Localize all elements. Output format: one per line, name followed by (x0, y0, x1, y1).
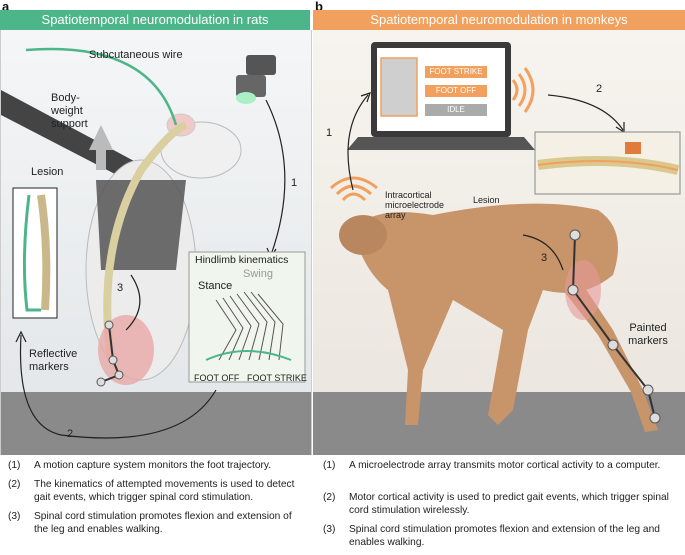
raster (380, 57, 418, 117)
panel-letter: a (2, 0, 10, 14)
stance-label: Stance (198, 280, 233, 292)
lesion-label: Lesion (473, 195, 500, 205)
panel-b: b Spatiotemporal neuromodulation in monk… (313, 0, 685, 555)
wire-label: Subcutaneous wire (89, 49, 183, 61)
swing-label: Swing (243, 268, 273, 280)
step-2: 2 (596, 83, 603, 95)
step-1: 1 (326, 127, 333, 139)
monkey-drawing (329, 42, 681, 432)
hind-leg-muscle (98, 315, 154, 385)
foot-off-label: FOOT OFF (194, 373, 240, 383)
rat-drawing (1, 47, 306, 439)
kinematics-title: Hindlimb kinematics (195, 254, 289, 266)
step-3: 3 (117, 282, 124, 294)
wire (25, 47, 178, 126)
up-arrow-icon (89, 125, 113, 170)
monkey-illustration: FOOT STRIKE FOOT OFF IDLE Intracortical … (313, 30, 685, 455)
lesion-label: Lesion (31, 166, 64, 178)
kinematics-box (188, 251, 306, 383)
screen-idle: IDLE (425, 104, 487, 116)
leg-markers (100, 324, 121, 383)
floor (1, 392, 311, 455)
panel-a: a Spatiotemporal neuromodulation in rats (0, 0, 312, 555)
markers-label: Reflective markers (29, 348, 78, 373)
foot-strike-label: FOOT STRIKE (247, 373, 307, 383)
panel-title: Spatiotemporal neuromodulation in monkey… (313, 10, 685, 30)
rat-illustration: Subcutaneous wire Body-weight support Le… (0, 30, 312, 455)
camera-icon (246, 55, 276, 75)
step-2: 2 (67, 428, 74, 440)
panel-title: Spatiotemporal neuromodulation in rats (0, 10, 310, 30)
markers-label: Painted markers (628, 322, 668, 347)
support-bar (1, 90, 151, 190)
step-3: 3 (541, 252, 548, 264)
panel-letter: b (315, 0, 323, 14)
vest (96, 180, 186, 270)
support-label: Body-weight support (51, 92, 88, 130)
array-label: Intracortical microelectrode array (385, 190, 445, 220)
step-1: 1 (291, 177, 298, 189)
screen-foot-off: FOOT OFF (425, 85, 487, 97)
wifi-icon (511, 67, 535, 113)
screen-foot-strike: FOOT STRIKE (425, 66, 487, 78)
monkey-head (339, 215, 387, 255)
lesion-inset (12, 187, 58, 319)
stick-diagram (215, 291, 284, 361)
monkey-body (353, 203, 618, 425)
wifi-head-icon (329, 176, 378, 202)
